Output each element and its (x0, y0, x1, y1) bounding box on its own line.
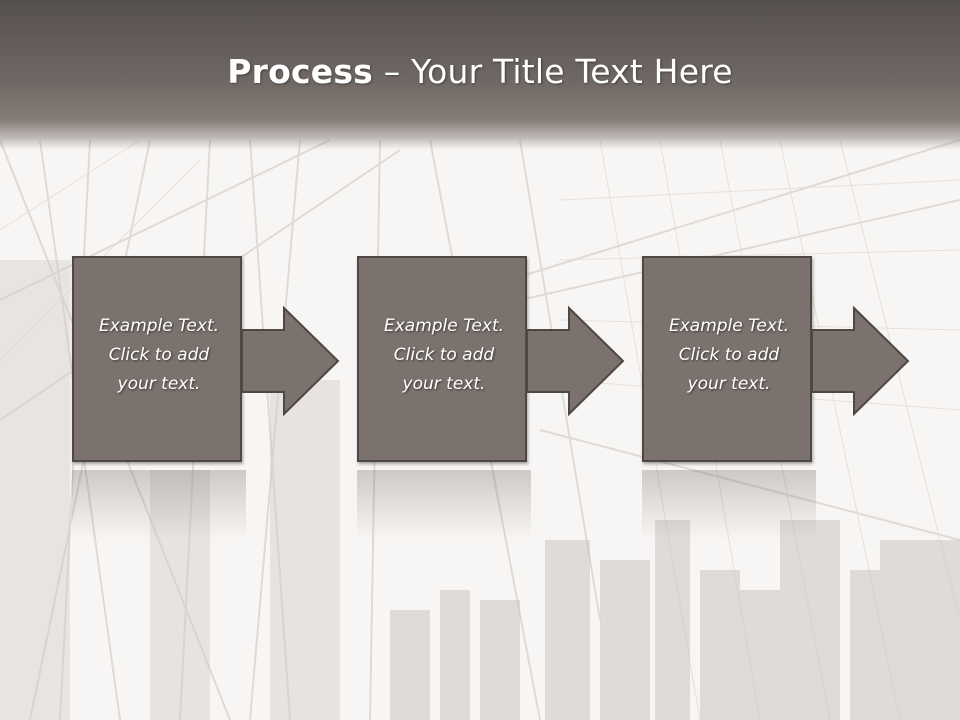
process-step-1[interactable]: Example Text. Click to add your text. (72, 256, 246, 466)
box-reflection (357, 470, 531, 540)
step-text-line: Example Text. (383, 316, 505, 336)
title-bold-text: Process (227, 52, 374, 91)
arrow-right-icon (526, 305, 625, 417)
step-text-line: Click to add (108, 345, 210, 365)
title-rest-text: – Your Title Text Here (373, 52, 733, 91)
step-text-line: your text. (687, 374, 771, 394)
step-text[interactable]: Example Text. Click to add your text. (359, 312, 529, 399)
process-step-3[interactable]: Example Text. Click to add your text. (642, 256, 816, 466)
slide-title[interactable]: Process – Your Title Text Here (0, 52, 960, 91)
process-step-2[interactable]: Example Text. Click to add your text. (357, 256, 531, 466)
step-text-line: your text. (402, 374, 486, 394)
box-reflection (642, 470, 816, 540)
step-text-line: Example Text. (98, 316, 220, 336)
step-text-line: Example Text. (668, 316, 790, 336)
step-box[interactable]: Example Text. Click to add your text. (357, 256, 527, 462)
step-box[interactable]: Example Text. Click to add your text. (642, 256, 812, 462)
step-text-line: Click to add (393, 345, 495, 365)
step-text-line: Click to add (678, 345, 780, 365)
arrow-right-icon (241, 305, 340, 417)
step-text[interactable]: Example Text. Click to add your text. (644, 312, 814, 399)
step-text-line: your text. (117, 374, 201, 394)
step-text[interactable]: Example Text. Click to add your text. (74, 312, 244, 399)
title-bar: Process – Your Title Text Here (0, 0, 960, 150)
step-box[interactable]: Example Text. Click to add your text. (72, 256, 242, 462)
arrow-right-icon (811, 305, 910, 417)
box-reflection (72, 470, 246, 540)
